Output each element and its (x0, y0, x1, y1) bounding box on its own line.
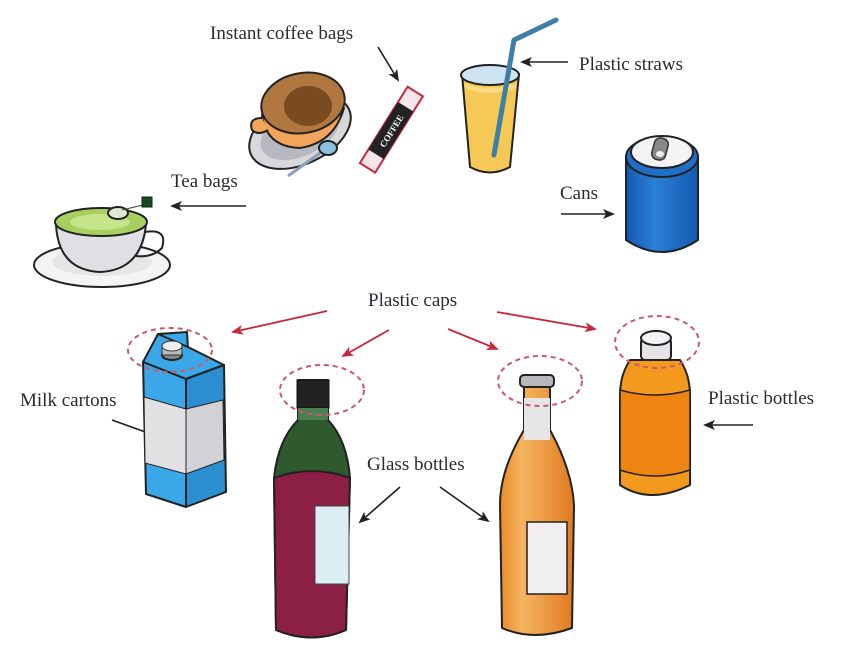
beer-bottle-icon (499, 374, 575, 636)
can-icon (625, 135, 699, 253)
black-arrows (111, 46, 753, 524)
label-tea-bags: Tea bags (171, 171, 238, 192)
label-milk-cartons: Milk cartons (20, 390, 117, 411)
label-plastic-caps: Plastic caps (368, 290, 457, 311)
wine-bottle-icon (273, 379, 351, 639)
label-glass-bottles: Glass bottles (367, 454, 465, 475)
cap-highlights (127, 315, 700, 416)
red-arrows (231, 310, 597, 357)
arrow-cap-plastic-bottle (496, 311, 597, 333)
plastic-bottle-icon (619, 330, 691, 496)
coffee-cup-icon (248, 71, 352, 178)
arrow-instant-coffee-bags (377, 46, 400, 82)
straw-icon (491, 17, 559, 158)
arrow-cap-carton (231, 310, 328, 335)
juice-glass-icon (460, 17, 559, 174)
label-plastic-straws: Plastic straws (579, 54, 683, 75)
cap-circle-plastic-bottle (614, 315, 700, 369)
arrow-glass-bottles-left (358, 486, 401, 524)
tea-tag-icon (141, 196, 153, 208)
label-plastic-bottles: Plastic bottles (708, 388, 814, 409)
arrow-glass-bottles-right (439, 486, 490, 523)
cap-circle-wine (279, 364, 365, 416)
label-instant-coffee-bags: Instant coffee bags (210, 23, 353, 44)
arrow-cap-beer (447, 328, 499, 350)
milk-carton-icon (142, 331, 227, 508)
tea-cup-icon (33, 196, 171, 288)
coffee-sachet-icon: COFFEE (358, 85, 425, 174)
arrow-cap-wine (341, 329, 390, 357)
cap-circle-beer (497, 355, 583, 407)
cap-circle-carton (127, 327, 213, 373)
label-cans: Cans (560, 183, 598, 204)
